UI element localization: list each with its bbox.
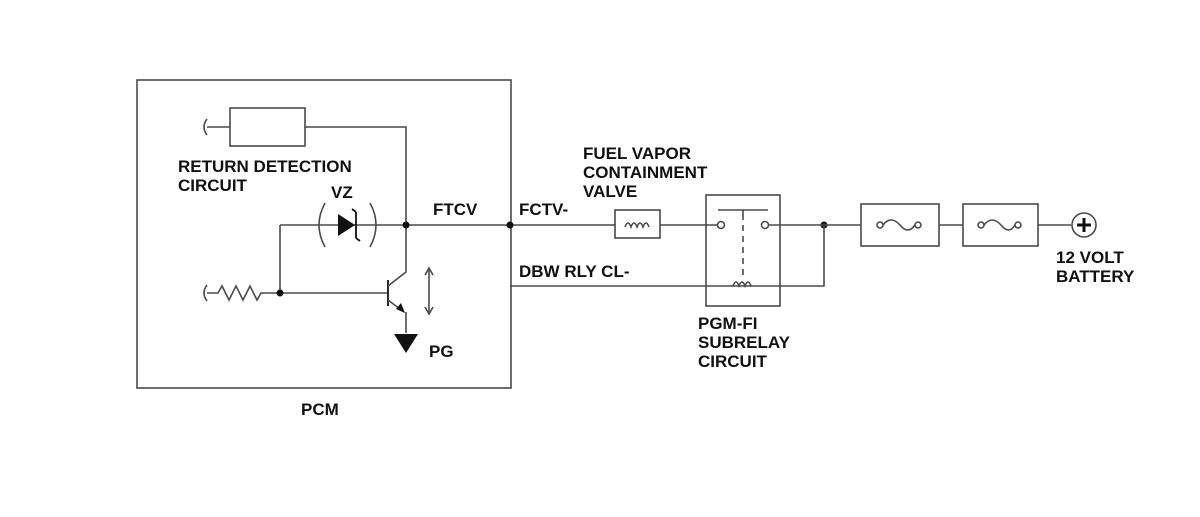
junction-dot <box>402 221 410 229</box>
fuel-vapor-valve-coil <box>614 209 661 239</box>
ground-symbol <box>394 334 418 353</box>
fuse-icon <box>962 203 1039 247</box>
return-detection-circuit <box>203 107 407 225</box>
pgm-fi-subrelay <box>705 194 824 307</box>
pgm-fi-subrelay-label: PGM-FI SUBRELAY CIRCUIT <box>698 314 790 371</box>
junction-dot <box>276 289 284 297</box>
pcm-box <box>136 79 512 389</box>
return-detection-label: RETURN DETECTION CIRCUIT <box>178 157 352 195</box>
battery-plus-icon <box>1071 212 1097 238</box>
pg-label: PG <box>429 342 454 361</box>
battery-label: 12 VOLT BATTERY <box>1056 248 1135 286</box>
transistor-icon <box>387 225 407 333</box>
fuse-icon <box>860 203 940 247</box>
dbw-rly-label: DBW RLY CL- <box>519 262 630 281</box>
vz-label: VZ <box>331 183 353 202</box>
junction-dot <box>506 221 514 229</box>
fuel-vapor-containment-valve-label: FUEL VAPOR CONTAINMENT VALVE <box>583 144 708 201</box>
zener-diode-icon <box>318 202 377 248</box>
fctv-minus-label: FCTV- <box>519 200 569 219</box>
resistor-icon <box>203 284 388 302</box>
ftcv-label: FTCV <box>433 200 478 219</box>
dbw-relay-line <box>510 225 825 287</box>
bidirectional-arrow-icon <box>424 266 434 316</box>
pcm-label: PCM <box>301 400 339 419</box>
